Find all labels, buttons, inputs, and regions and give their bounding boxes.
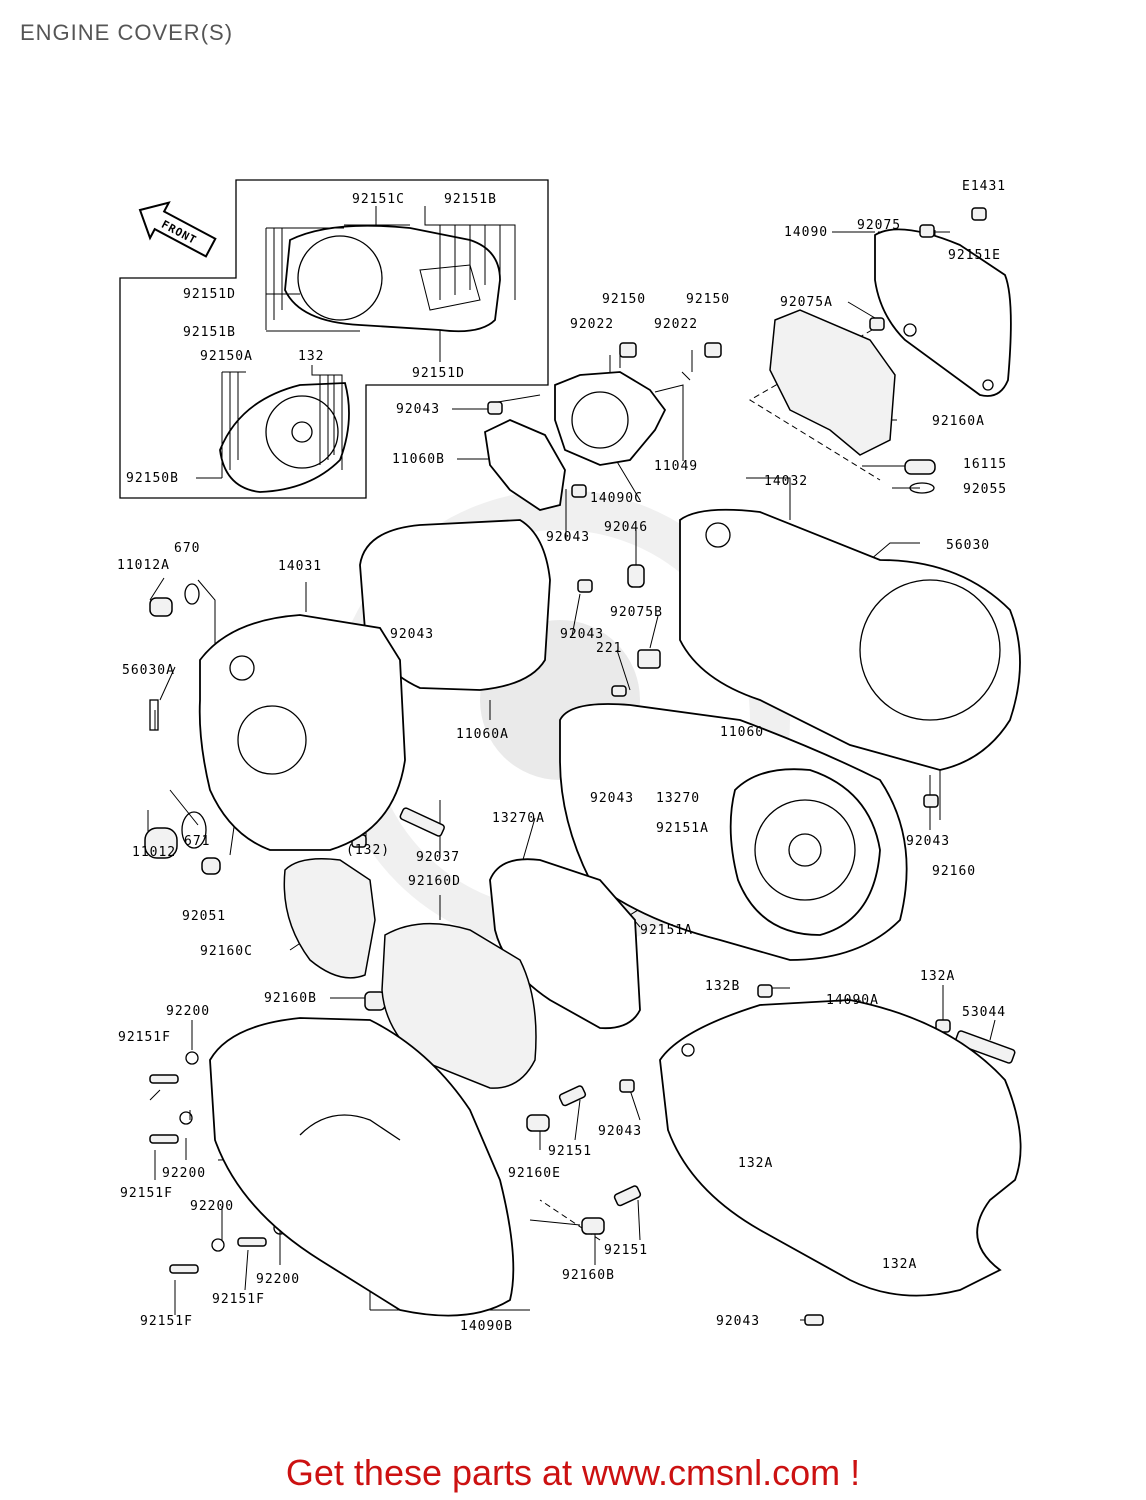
label-92043: 92043	[906, 834, 950, 849]
gasket-11060b	[484, 419, 566, 511]
label-14090b: 14090B	[460, 1319, 513, 1334]
inset-generator-cover	[219, 382, 350, 493]
label-132-paren: (132)	[346, 843, 390, 858]
label-92151a: 92151A	[640, 923, 693, 938]
label-92150b: 92150B	[126, 471, 179, 486]
cover-14031	[198, 614, 406, 851]
label-92055: 92055	[963, 482, 1007, 497]
label-92151f: 92151F	[118, 1030, 171, 1045]
label-221: 221	[596, 641, 622, 656]
diagram-code: E1431	[962, 179, 1006, 194]
label-92151b: 92151B	[183, 325, 236, 340]
label-92200: 92200	[166, 1004, 210, 1019]
label-132a: 132A	[738, 1156, 773, 1171]
label-132: 132	[298, 349, 324, 364]
label-92151f: 92151F	[212, 1292, 265, 1307]
label-670: 670	[174, 541, 200, 556]
label-11060a: 11060A	[456, 727, 509, 742]
label-671: 671	[184, 834, 210, 849]
label-92160b: 92160B	[264, 991, 317, 1006]
label-16115: 16115	[963, 457, 1007, 472]
bracket-92160a	[769, 309, 896, 456]
label-92022: 92022	[654, 317, 698, 332]
inset-leaders	[196, 206, 516, 479]
promo-link[interactable]: Get these parts at www.cmsnl.com !	[285, 1452, 861, 1493]
label-92151d: 92151D	[412, 366, 465, 381]
label-92075a: 92075A	[780, 295, 833, 310]
label-132a: 132A	[920, 969, 955, 984]
label-132b: 132B	[705, 979, 740, 994]
label-56030: 56030	[946, 538, 990, 553]
label-92075: 92075	[857, 218, 901, 233]
label-92151b: 92151B	[444, 192, 497, 207]
part-labels: 92151C 92151B 92151D 92151B 92151D 92150…	[117, 192, 1007, 1334]
label-11049: 11049	[654, 459, 698, 474]
outer-cover-14090a	[659, 999, 1022, 1297]
label-92037: 92037	[416, 850, 460, 865]
label-14090a: 14090A	[826, 993, 879, 1008]
label-92043: 92043	[546, 530, 590, 545]
label-132a: 132A	[882, 1257, 917, 1272]
label-14090c: 14090C	[590, 491, 643, 506]
inset-frame	[119, 179, 549, 499]
label-92051: 92051	[182, 909, 226, 924]
label-92151: 92151	[604, 1243, 648, 1258]
label-92043: 92043	[390, 627, 434, 642]
label-56030a: 56030A	[122, 663, 175, 678]
outer-cover-14090b	[209, 1017, 515, 1317]
plate-92160c	[283, 858, 376, 979]
label-92200: 92200	[190, 1199, 234, 1214]
label-92150a: 92150A	[200, 349, 253, 364]
label-11012: 11012	[132, 845, 176, 860]
label-92200: 92200	[256, 1272, 300, 1287]
crankcase-cover-14032	[679, 508, 1021, 771]
label-92151f: 92151F	[120, 1186, 173, 1201]
label-11012a: 11012A	[117, 558, 170, 573]
label-92200: 92200	[162, 1166, 206, 1181]
label-92160b: 92160B	[562, 1268, 615, 1283]
inset-clutch-cover	[284, 224, 501, 333]
label-14032: 14032	[764, 474, 808, 489]
label-92043: 92043	[598, 1124, 642, 1139]
label-92151e: 92151E	[948, 248, 1001, 263]
label-14090: 14090	[784, 225, 828, 240]
label-92151d: 92151D	[183, 287, 236, 302]
label-92043: 92043	[560, 627, 604, 642]
label-92160c: 92160C	[200, 944, 253, 959]
label-11060b: 11060B	[392, 452, 445, 467]
label-92160: 92160	[932, 864, 976, 879]
cover-14090c	[554, 371, 667, 466]
label-92150: 92150	[686, 292, 730, 307]
page-title: ENGINE COVER(S)	[20, 20, 234, 45]
label-92160d: 92160D	[408, 874, 461, 889]
label-14031: 14031	[278, 559, 322, 574]
label-92151c: 92151C	[352, 192, 405, 207]
label-92046: 92046	[604, 520, 648, 535]
label-13270: 13270	[656, 791, 700, 806]
label-92022: 92022	[570, 317, 614, 332]
label-92151f: 92151F	[140, 1314, 193, 1329]
label-92151a: 92151A	[656, 821, 709, 836]
label-92160e: 92160E	[508, 1166, 561, 1181]
label-13270a: 13270A	[492, 811, 545, 826]
label-92150: 92150	[602, 292, 646, 307]
label-92043: 92043	[396, 402, 440, 417]
label-92043: 92043	[716, 1314, 760, 1329]
front-arrow: FRONT	[138, 201, 217, 258]
label-92160a: 92160A	[932, 414, 985, 429]
label-11060: 11060	[720, 725, 764, 740]
label-92151: 92151	[548, 1144, 592, 1159]
label-53044: 53044	[962, 1005, 1006, 1020]
cover-13270	[729, 768, 881, 936]
label-92075b: 92075B	[610, 605, 663, 620]
label-92043: 92043	[590, 791, 634, 806]
